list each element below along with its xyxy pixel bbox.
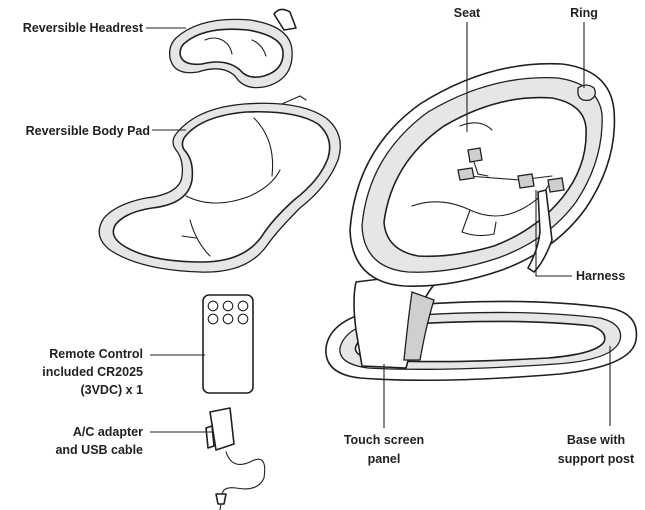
body-pad-illustration bbox=[98, 95, 341, 273]
bouncer-illustration bbox=[325, 62, 638, 382]
seat-label: Seat bbox=[454, 6, 481, 20]
harness-leader bbox=[535, 190, 572, 277]
touch-screen-label-line-1: Touch screen bbox=[344, 433, 424, 447]
remote-label-line-2: included CR2025 bbox=[42, 365, 143, 379]
harness-label: Harness bbox=[576, 269, 625, 283]
adapter-label-line-2: and USB cable bbox=[55, 443, 143, 457]
base-label-line-2: support post bbox=[558, 452, 635, 466]
remote-label-line-3: (3VDC) x 1 bbox=[80, 383, 143, 397]
body-pad-label: Reversible Body Pad bbox=[26, 124, 150, 138]
adapter-label-line-1: A/C adapter bbox=[73, 425, 143, 439]
remote-control-illustration bbox=[202, 294, 254, 394]
headrest-illustration bbox=[168, 8, 297, 89]
ring-label: Ring bbox=[570, 6, 598, 20]
headrest-label: Reversible Headrest bbox=[23, 21, 144, 35]
touch-screen-label-line-2: panel bbox=[368, 452, 401, 466]
base-label-line-1: Base with bbox=[567, 433, 625, 447]
ac-adapter-illustration bbox=[205, 407, 266, 510]
remote-label-line-1: Remote Control bbox=[49, 347, 143, 361]
